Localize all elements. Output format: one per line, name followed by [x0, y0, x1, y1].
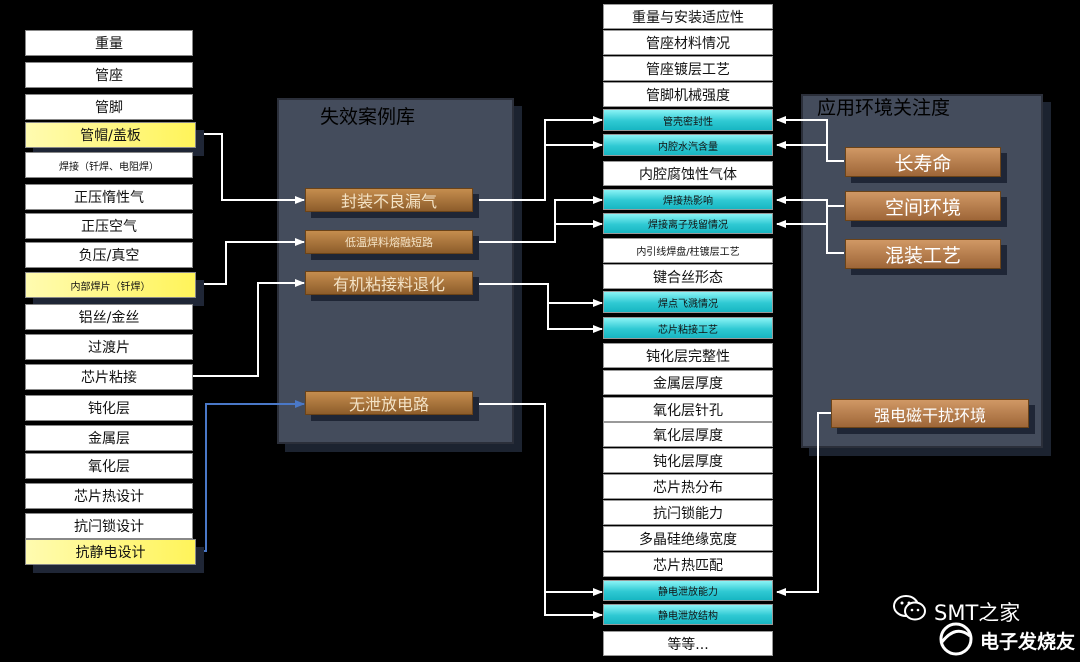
inspection-item: 焊接热影响 [603, 189, 773, 210]
link-mixed-to-ion [826, 206, 844, 254]
environment-item: 强电磁干扰环境 [831, 399, 1029, 428]
inspection-item: 抗闩锁能力 [603, 500, 773, 525]
design-element-item: 重量 [25, 30, 193, 56]
inspection-item: 等等... [603, 631, 773, 656]
inspection-item: 静电泄放结构 [603, 604, 773, 625]
environment-item: 空间环境 [845, 191, 1001, 221]
design-element-item: 芯片粘接 [25, 364, 193, 390]
design-element-item: 抗闩锁设计 [25, 513, 193, 539]
design-element-item: 管帽/盖板 [25, 122, 196, 148]
link-attach-to-organic [193, 279, 305, 377]
design-element-item: 内部焊片（钎焊） [25, 272, 196, 298]
design-element-item: 氧化层 [25, 453, 193, 479]
link-life-to-moisture [776, 141, 828, 161]
inspection-item: 焊接离子残留情况 [603, 213, 773, 234]
design-element-item: 正压空气 [25, 213, 193, 239]
design-element-item: 芯片热设计 [25, 483, 193, 509]
inspection-item: 键合丝形态 [603, 264, 773, 289]
failure-case-item: 有机粘接料退化 [305, 271, 473, 295]
link-space-to-weld-heat [776, 196, 844, 207]
inspection-item: 内引线焊盘/柱镀层工艺 [603, 238, 773, 263]
inspection-item: 焊点飞溅情况 [603, 291, 773, 313]
inspection-item: 内腔腐蚀性气体 [603, 161, 773, 186]
site-logo-icon [938, 622, 974, 656]
design-element-item: 抗静电设计 [25, 539, 196, 565]
inspection-item: 芯片热分布 [603, 474, 773, 499]
link-cap-to-leak [193, 133, 305, 204]
environment-item: 混装工艺 [845, 239, 1001, 269]
design-element-item: 钝化层 [25, 395, 193, 421]
design-element-item: 负压/真空 [25, 242, 193, 268]
link-leak-to-moisture [544, 141, 603, 200]
link-esd-to-structure [544, 592, 603, 619]
link-short-to-weld-heat [473, 196, 603, 243]
inspection-item: 静电泄放能力 [603, 580, 773, 601]
link-antistatic-to-esd [197, 400, 305, 552]
inspection-item: 芯片热匹配 [603, 552, 773, 577]
failure-case-item: 无泄放电路 [305, 391, 473, 415]
inspection-item: 多晶硅绝缘宽度 [603, 526, 773, 551]
inspection-item: 管壳密封性 [603, 109, 773, 131]
failure-case-item: 封装不良漏气 [305, 188, 473, 212]
failure-case-item: 低温焊料熔融短路 [305, 230, 473, 254]
inspection-item: 金属层厚度 [603, 370, 773, 395]
design-element-item: 金属层 [25, 425, 193, 451]
design-element-item: 管座 [25, 62, 193, 88]
design-element-item: 焊接（钎焊、电阻焊） [25, 152, 193, 178]
inspection-item: 氧化层厚度 [603, 422, 773, 447]
link-space-to-ion [776, 206, 828, 228]
link-emi-to-esd [776, 412, 831, 596]
link-life-to-seal [776, 116, 844, 162]
inspection-item: 钝化层完整性 [603, 343, 773, 368]
link-short-to-ion [554, 220, 603, 242]
link-solder-to-short [193, 238, 305, 285]
environment-panel-title: 应用环境关注度 [817, 97, 951, 119]
inspection-item: 重量与安装适应性 [603, 4, 773, 29]
inspection-item: 管座镀层工艺 [603, 56, 773, 81]
link-esd-to-capability [473, 403, 603, 596]
link-organic-to-attach [547, 303, 603, 333]
watermark-site: 电子发烧友 [980, 631, 1076, 653]
inspection-item: 氧化层针孔 [603, 397, 773, 422]
design-element-item: 正压惰性气 [25, 184, 193, 210]
watermark-brand: SMT之家 [934, 601, 1021, 625]
link-leak-to-seal [473, 116, 603, 201]
design-element-item: 铝丝/金丝 [25, 304, 193, 330]
inspection-item: 管座材料情况 [603, 30, 773, 55]
environment-item: 长寿命 [845, 147, 1001, 177]
inspection-item: 芯片粘接工艺 [603, 317, 773, 339]
design-element-item: 管脚 [25, 94, 193, 120]
inspection-item: 钝化层厚度 [603, 448, 773, 473]
wechat-icon [893, 594, 927, 622]
inspection-item: 内腔水汽含量 [603, 134, 773, 156]
design-element-item: 过渡片 [25, 334, 193, 360]
link-organic-to-splash [473, 283, 603, 307]
failure-panel-title: 失效案例库 [320, 106, 416, 128]
inspection-item: 管脚机械强度 [603, 82, 773, 107]
